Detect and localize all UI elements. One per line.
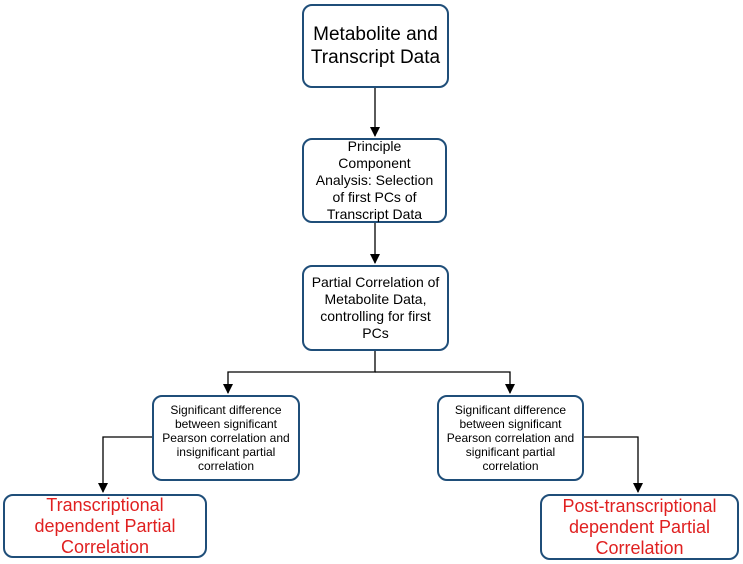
node-metabolite-transcript-data: Metabolite and Transcript Data xyxy=(302,4,449,88)
arrow-right-branch-to-post-transcriptional xyxy=(584,436,643,493)
arrow-left-branch-to-transcriptional xyxy=(98,436,152,493)
node-transcriptional-dependent: Transcriptional dependent Partial Correl… xyxy=(3,494,207,558)
node-sig-diff-insignificant-partial: Significant difference between significa… xyxy=(152,395,300,481)
node-pca-selection: Principle Component Analysis: Selection … xyxy=(302,138,447,223)
arrow-partial-to-right-branch xyxy=(375,371,515,394)
node-post-transcriptional-dependent: Post-transcriptional dependent Partial C… xyxy=(540,494,739,560)
arrow-partial-to-left-branch xyxy=(223,351,376,394)
node-partial-correlation: Partial Correlation of Metabolite Data, … xyxy=(302,265,449,351)
node-sig-diff-significant-partial: Significant difference between significa… xyxy=(437,395,584,481)
